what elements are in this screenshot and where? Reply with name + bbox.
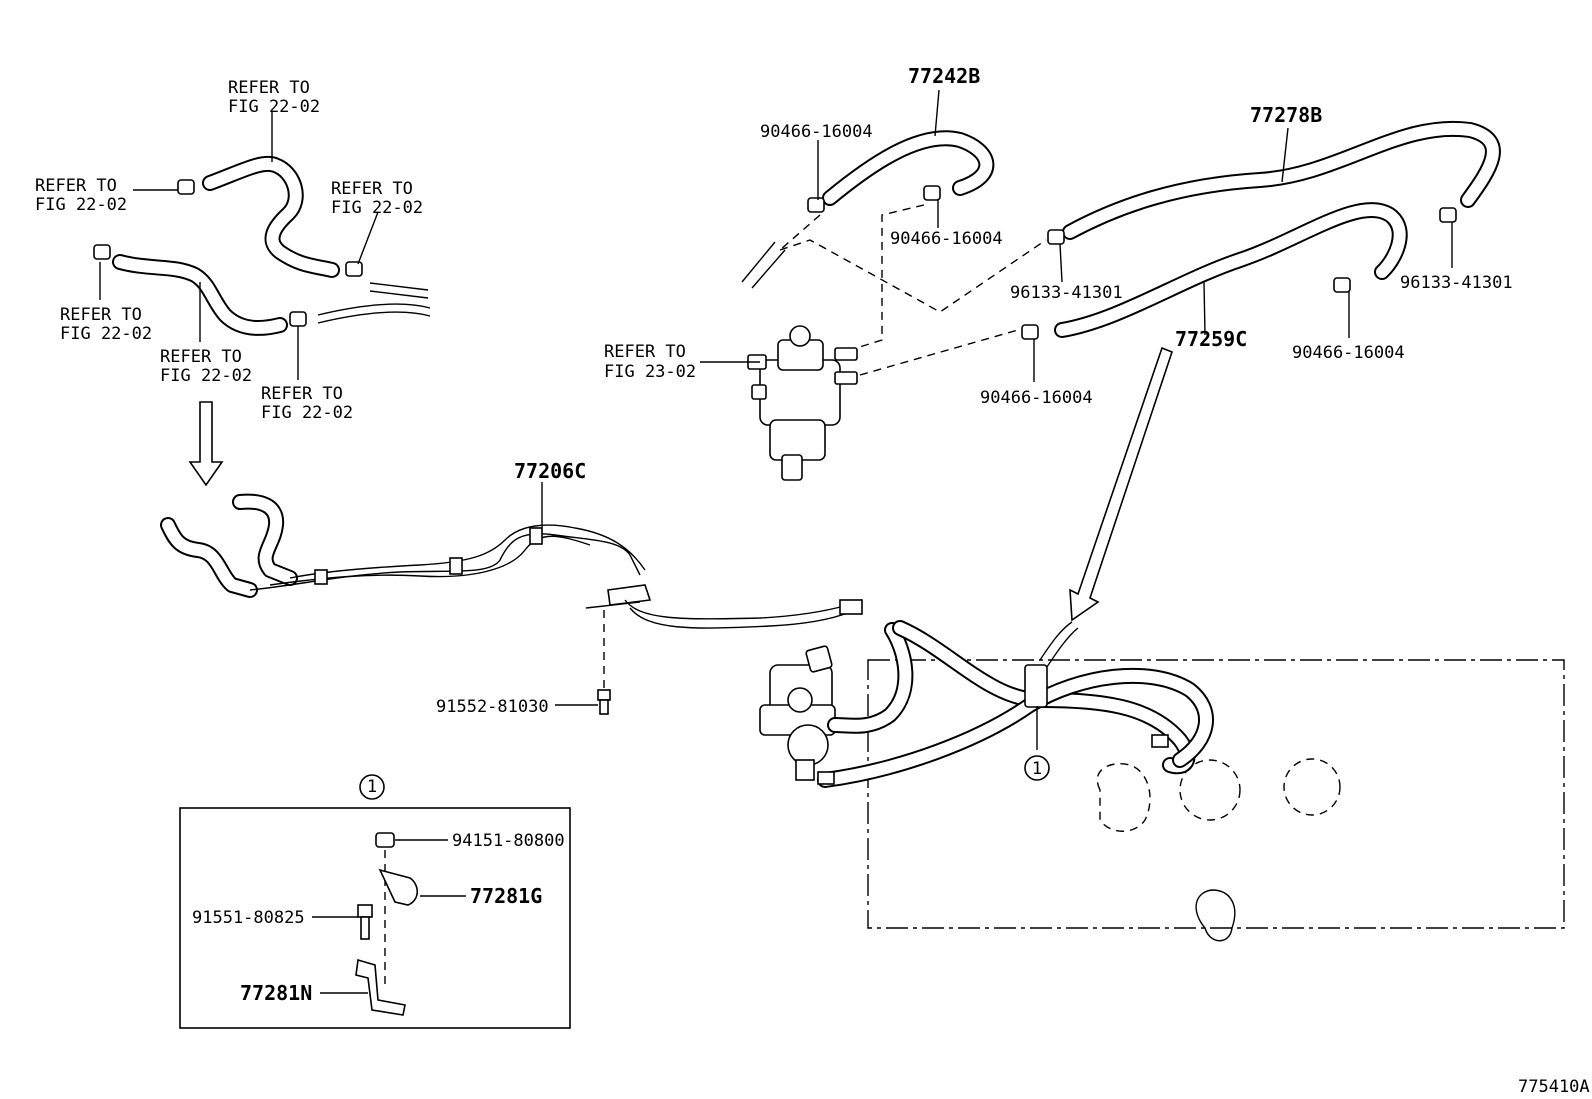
part-number-77281n: 77281N bbox=[240, 981, 312, 1005]
detail-box bbox=[179, 774, 571, 1029]
screw-icon bbox=[357, 904, 373, 940]
hose-clamp-icon bbox=[807, 197, 825, 213]
clamp-77281g-icon bbox=[378, 868, 419, 906]
label-refer-fig-22-02: REFER TO bbox=[228, 78, 310, 98]
hose-clamp-icon bbox=[1439, 207, 1457, 223]
label-refer-fig-22-02: FIG 22-02 bbox=[331, 198, 423, 218]
hose-clamp-icon bbox=[1333, 277, 1351, 293]
part-number-90466-16004: 90466-16004 bbox=[890, 229, 1003, 249]
upper-right-hose-group bbox=[1021, 120, 1501, 622]
label-refer-fig-22-02: FIG 22-02 bbox=[228, 97, 320, 117]
fuel-filter-assembly bbox=[747, 325, 858, 481]
label-refer-fig-22-02: REFER TO bbox=[35, 176, 117, 196]
part-number-91551-80825: 91551-80825 bbox=[192, 908, 305, 928]
label-refer-fig-22-02: REFER TO bbox=[160, 347, 242, 367]
part-number-90466-16004: 90466-16004 bbox=[1292, 343, 1405, 363]
label-refer-fig-22-02: REFER TO bbox=[331, 179, 413, 199]
part-number-90466-16004: 90466-16004 bbox=[980, 388, 1093, 408]
part-number-77281g: 77281G bbox=[470, 884, 542, 908]
bolt-icon bbox=[597, 689, 611, 715]
upper-middle-hose-group bbox=[700, 89, 1047, 481]
part-number-77242b: 77242B bbox=[908, 64, 980, 88]
hose-clamp-icon bbox=[923, 185, 941, 201]
label-refer-fig-23-02: REFER TO bbox=[604, 342, 686, 362]
figure-id: 775410A bbox=[1518, 1077, 1590, 1097]
upper-left-hose-group bbox=[93, 112, 431, 487]
diagonal-arrow-icon bbox=[1069, 346, 1173, 622]
label-refer-fig-22-02: REFER TO bbox=[261, 384, 343, 404]
label-refer-fig-22-02: REFER TO bbox=[60, 305, 142, 325]
fuel-tank-area bbox=[759, 620, 1565, 942]
hose-clamp-icon bbox=[93, 244, 111, 260]
part-number-77259c: 77259C bbox=[1175, 327, 1247, 351]
hose-clamp-icon bbox=[345, 261, 363, 277]
label-refer-fig-22-02: FIG 22-02 bbox=[160, 366, 252, 386]
part-number-96133-41301: 96133-41301 bbox=[1010, 283, 1123, 303]
callout-number: 1 bbox=[367, 777, 377, 797]
nut-icon bbox=[375, 832, 395, 848]
hose-clamp-icon bbox=[1047, 229, 1065, 245]
callout-number: 1 bbox=[1032, 759, 1042, 779]
part-number-90466-16004: 90466-16004 bbox=[760, 122, 873, 142]
bracket-77281n-icon bbox=[355, 958, 406, 1016]
label-refer-fig-22-02: FIG 22-02 bbox=[261, 403, 353, 423]
fuel-pump-module bbox=[759, 645, 836, 781]
part-number-96133-41301: 96133-41301 bbox=[1400, 273, 1513, 293]
part-number-77278b: 77278B bbox=[1250, 103, 1322, 127]
part-number-94151-80800: 94151-80800 bbox=[452, 831, 565, 851]
part-number-77206c: 77206C bbox=[514, 459, 586, 483]
hose-clamp-icon bbox=[289, 311, 307, 327]
fuel-tube-assembly bbox=[160, 482, 863, 715]
label-refer-fig-22-02: FIG 22-02 bbox=[35, 195, 127, 215]
down-arrow-icon bbox=[188, 401, 224, 487]
part-number-91552-81030: 91552-81030 bbox=[436, 697, 549, 717]
hose-clamp-icon bbox=[177, 179, 195, 195]
label-refer-fig-22-02: FIG 22-02 bbox=[60, 324, 152, 344]
hose-clamp-icon bbox=[1021, 324, 1039, 340]
label-refer-fig-23-02: FIG 23-02 bbox=[604, 362, 696, 382]
